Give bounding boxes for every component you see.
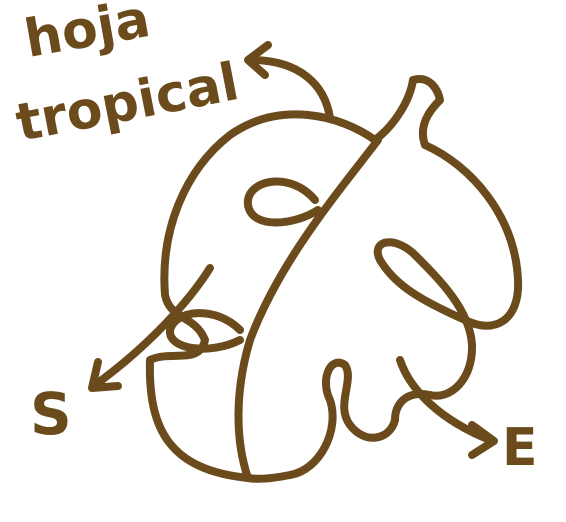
arrowhead: [88, 358, 122, 392]
leaf-midrib: [234, 136, 382, 482]
arrow-southwest-icon: [91, 264, 214, 389]
curved-arrow-icon: [246, 56, 334, 122]
arrowhead: [244, 41, 272, 79]
leaf-lobe-loop: [166, 309, 244, 353]
leaf-lobe-loop: [243, 177, 322, 227]
direction-label-east: E: [502, 418, 538, 478]
arrowhead: [468, 421, 498, 459]
direction-label-south: S: [30, 380, 72, 448]
leaf-outline: [145, 75, 523, 483]
arrow-southeast-icon: [396, 356, 494, 444]
